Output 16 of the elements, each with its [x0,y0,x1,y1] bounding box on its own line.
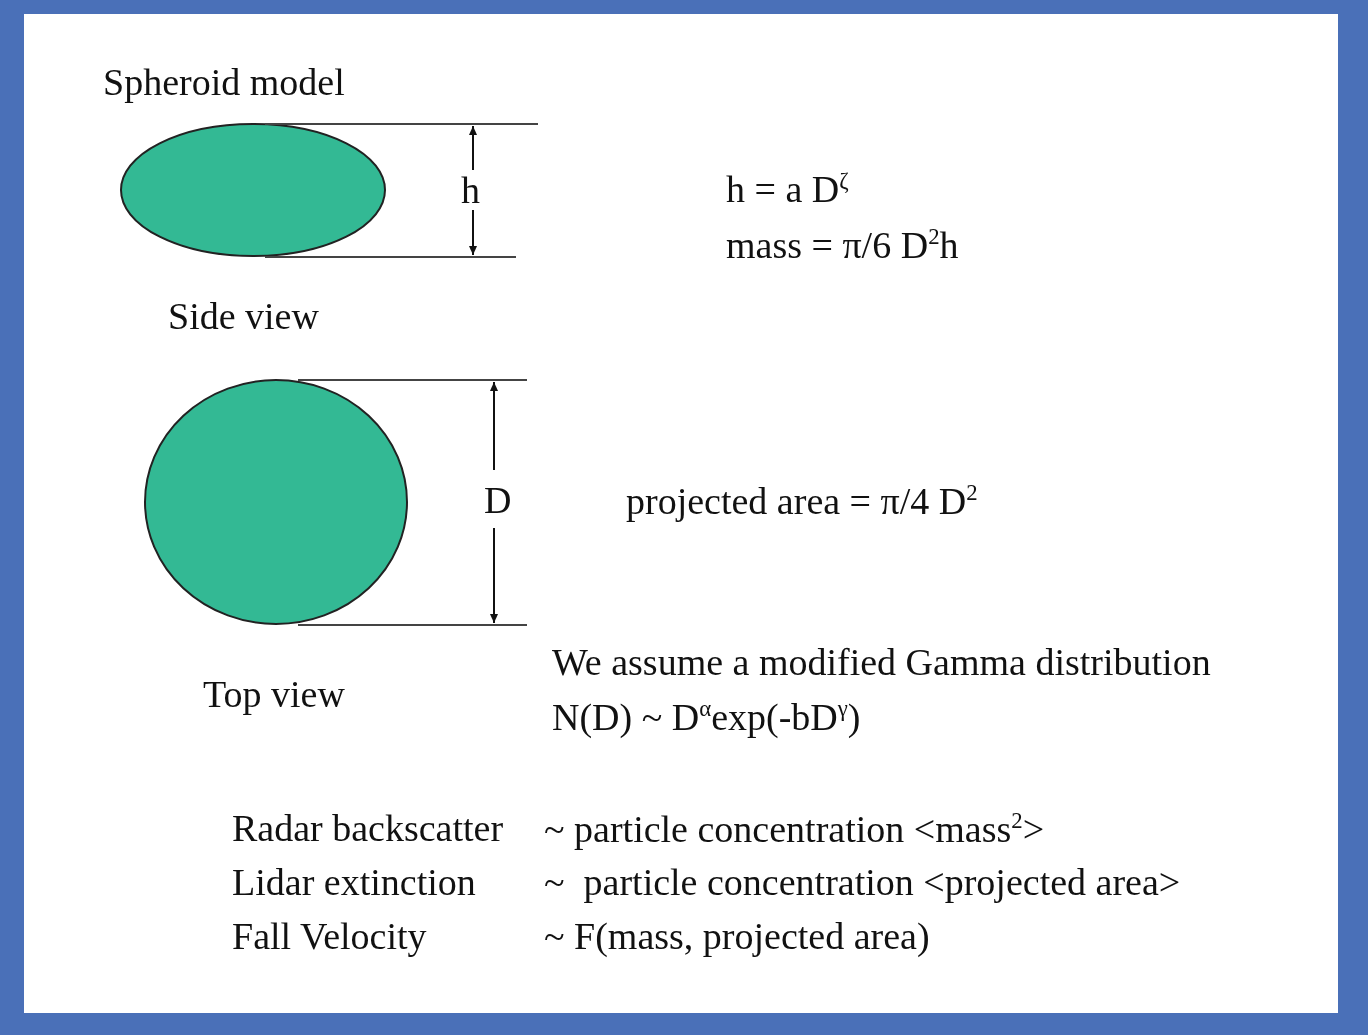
quantity-name: Fall Velocity [232,916,427,958]
quantity-name: Radar backscatter [232,808,504,850]
dimension-label: h [461,170,480,212]
dimension-label: D [484,480,512,522]
formula-text: projected area = π/4 D$^{2}$ [626,480,978,523]
view-caption: Side view [168,296,319,338]
formula-text: h = a D$^{ζ}$ [726,168,849,211]
quantity-name: Lidar extinction [232,862,476,904]
relation-text: ~ particle concentration <mass$^{2}$> [544,808,1045,851]
formula-text: mass = π/6 D$^{2}$h [726,224,959,267]
slide-title: Spheroid model [103,62,345,104]
note-text: We assume a modified Gamma distribution [552,642,1211,684]
relation-text: ~ F(mass, projected area) [544,916,930,958]
relation-text: ~ particle concentration <projected area> [544,862,1181,904]
view-caption: Top view [203,674,345,716]
formula-text: N(D) ~ D$^{α}$exp(-bD$^{γ}$) [552,696,861,739]
